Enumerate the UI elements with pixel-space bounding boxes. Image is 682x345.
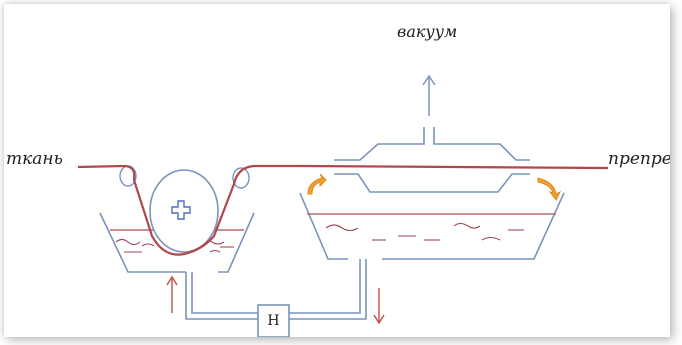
vacuum-chamber-hood — [334, 127, 530, 161]
fabric-path — [77, 164, 609, 256]
figure-frame: вакуум ткань препрег Н — [4, 4, 670, 337]
impregnation-diagram — [77, 74, 609, 337]
vacuum-outlet-arrow — [422, 74, 436, 116]
prepreg-label: препрег — [608, 149, 670, 169]
guide-roller-right — [232, 167, 250, 189]
circulation-pipes — [185, 259, 367, 320]
curved-arrow-icon-left — [307, 173, 327, 195]
pump-box — [257, 304, 290, 337]
plus-icon — [171, 200, 191, 220]
right-bath-resin-marks — [325, 222, 524, 241]
down-flow-arrow — [373, 288, 385, 325]
vacuum-label: вакуум — [397, 22, 458, 41]
up-flow-arrow — [166, 275, 178, 313]
vacuum-chamber-lower — [334, 173, 530, 193]
curved-arrow-icon-right — [537, 177, 562, 201]
pump-label: Н — [267, 313, 280, 329]
right-bath-vessel — [299, 192, 565, 260]
left-bath-vessel — [99, 212, 255, 273]
fabric-label: ткань — [6, 149, 63, 169]
